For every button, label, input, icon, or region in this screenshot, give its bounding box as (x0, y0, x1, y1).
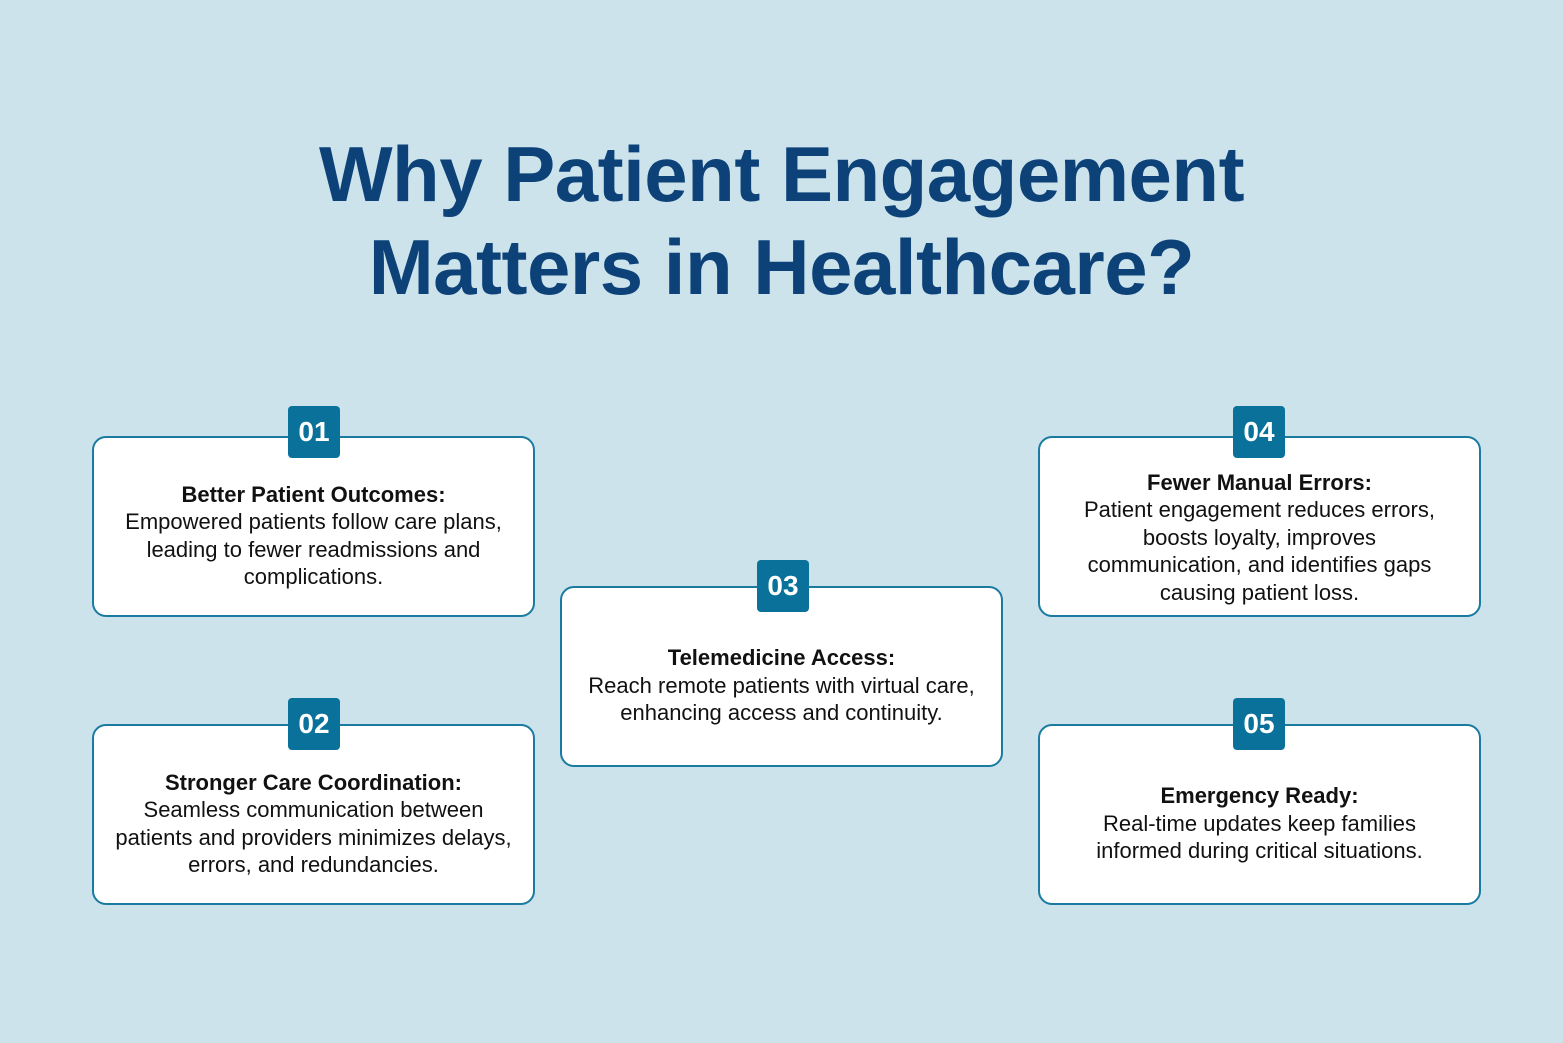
card-emergency-ready: Emergency Ready: Real-time updates keep … (1038, 724, 1481, 905)
card-body: Reach remote patients with virtual care,… (588, 672, 975, 726)
card-body: Patient engagement reduces errors, boost… (1084, 497, 1435, 605)
page-title: Why Patient Engagement Matters in Health… (318, 130, 1245, 311)
card-body: Real-time updates keep families informed… (1096, 810, 1423, 864)
card-care-coordination: Stronger Care Coordination: Seamless com… (92, 724, 535, 905)
card-heading: Stronger Care Coordination: (164, 769, 462, 795)
card-fewer-errors: Fewer Manual Errors: Patient engagement … (1038, 436, 1481, 617)
number-badge: 03 (757, 560, 809, 612)
card-heading: Telemedicine Access: (667, 645, 896, 671)
number-badge: 01 (288, 406, 340, 458)
card-body: Seamless communication between patients … (115, 797, 512, 877)
card-heading: Fewer Manual Errors: (1147, 469, 1372, 495)
card-body: Empowered patients follow care plans, le… (125, 509, 502, 589)
card-better-outcomes: Better Patient Outcomes: Empowered patie… (92, 436, 535, 617)
number-badge: 05 (1233, 698, 1285, 750)
card-heading: Emergency Ready: (1160, 783, 1359, 809)
card-heading: Better Patient Outcomes: (181, 481, 446, 507)
number-badge: 04 (1233, 406, 1285, 458)
card-telemedicine: Telemedicine Access: Reach remote patien… (560, 586, 1003, 767)
number-badge: 02 (288, 698, 340, 750)
